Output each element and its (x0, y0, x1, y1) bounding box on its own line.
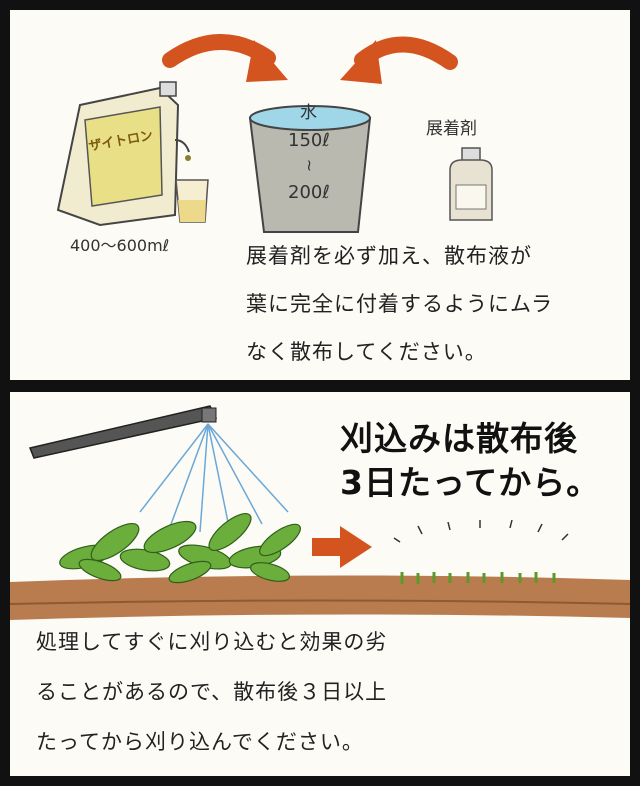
instruction-panel-mowing: 刈込みは散布後 3日たってから。 処理してすぐに刈り込むと効果の劣 ることがある… (10, 392, 630, 776)
mowing-headline-line-2: 3日たってから。 (340, 463, 601, 502)
mixing-instruction-line-3: なく散布してください。 (246, 340, 487, 364)
next-step-arrow-icon (312, 526, 372, 568)
water-max-amount: 200ℓ (288, 182, 330, 203)
spray-mist-icon (139, 423, 289, 533)
mixing-instruction-line-1: 展着剤を必ず加え、散布液が (246, 244, 532, 268)
spray-boom-icon (28, 405, 218, 459)
mixing-illustration (56, 34, 493, 233)
growth-ticks-icon (393, 519, 569, 543)
pour-arrow-left-icon (162, 34, 288, 82)
spreader-label: 展着剤 (426, 119, 477, 139)
instruction-panel-mixing: ザイトロン 水 150ℓ ~ 200ℓ 400〜600mℓ 展着剤 展着剤を必ず… (10, 10, 630, 380)
water-range-tilde: ~ (300, 158, 320, 173)
mowing-instruction-line-2: ることがあるので、散布後３日以上 (36, 680, 388, 704)
water-label: 水 (300, 103, 317, 123)
mixing-instruction-line-2: 葉に完全に付着するようにムラ (246, 292, 553, 316)
mowing-instruction-line-3: たってから刈り込んでください。 (36, 730, 364, 754)
water-bucket-icon (248, 105, 372, 233)
mowing-headline-line-1: 刈込みは散布後 (340, 419, 578, 458)
dose-amount-label: 400〜600mℓ (70, 236, 170, 255)
herbicide-jug-icon (56, 81, 191, 227)
spreader-bottle-icon (449, 147, 493, 221)
measuring-cup-icon (175, 179, 209, 223)
soil-ground-icon (10, 575, 630, 620)
cut-stubble-icon (400, 572, 556, 584)
mowing-instruction-line-1: 処理してすぐに刈り込むと効果の劣 (36, 630, 388, 654)
mowing-illustration (10, 405, 630, 620)
water-min-amount: 150ℓ (288, 130, 330, 151)
weed-plants-icon (59, 513, 301, 584)
pour-arrow-right-icon (340, 36, 458, 84)
